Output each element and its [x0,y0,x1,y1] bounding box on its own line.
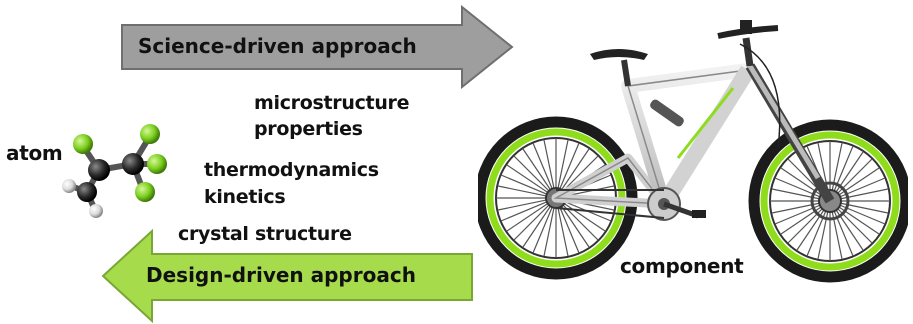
design-arrow-label: Design-driven approach [146,263,416,287]
science-arrow [121,5,514,89]
label-kinetics: kinetics [204,186,286,208]
label-atom: atom [6,141,63,165]
front-wheel [748,119,908,283]
science-arrow-label: Science-driven approach [138,34,417,58]
design-arrow [101,228,473,324]
label-crystal-structure: crystal structure [178,223,352,245]
label-microstructure: microstructure [254,92,410,114]
design-arrow-shape [101,228,473,324]
mountain-bike-icon [478,20,908,283]
molecule-icon [62,124,167,218]
label-properties: properties [254,118,363,140]
label-thermodynamics: thermodynamics [204,159,379,181]
science-arrow-shape [121,5,514,89]
label-component: component [620,254,744,278]
